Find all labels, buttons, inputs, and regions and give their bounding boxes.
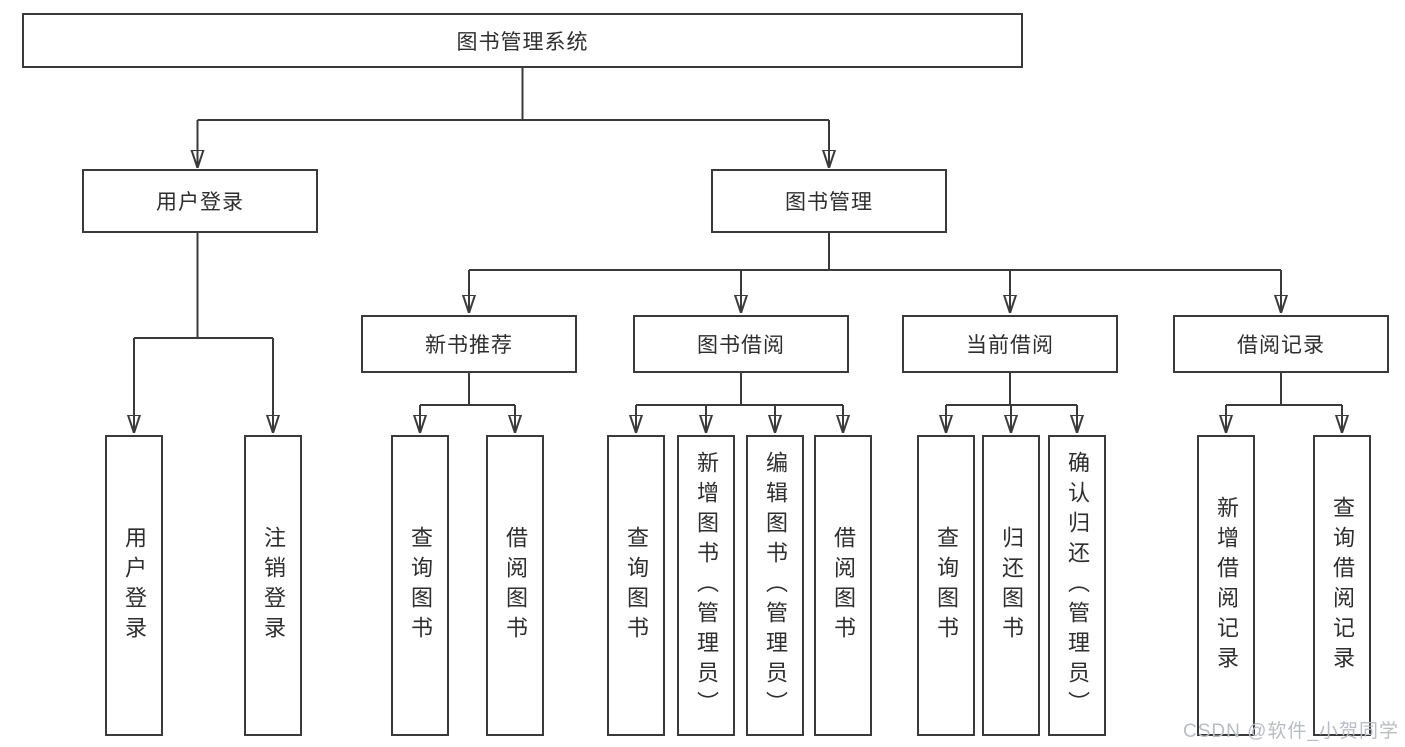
node-borrow-records: 借阅记录 bbox=[1173, 315, 1389, 373]
node-library-system: 图书管理系统 bbox=[22, 13, 1023, 68]
leaf-query-books-borrowing: 查询图书 bbox=[607, 435, 665, 736]
leaf-user-login: 用户登录 bbox=[105, 435, 163, 736]
leaf-add-borrow-record: 新增借阅记录 bbox=[1197, 435, 1255, 736]
node-user-login: 用户登录 bbox=[82, 169, 318, 233]
leaf-query-books-current: 查询图书 bbox=[917, 435, 975, 736]
leaf-edit-books-admin: 编辑图书（管理员） bbox=[746, 435, 804, 736]
leaf-query-borrow-record: 查询借阅记录 bbox=[1313, 435, 1371, 736]
leaf-confirm-return-admin: 确认归还（管理员） bbox=[1048, 435, 1106, 736]
node-book-management: 图书管理 bbox=[711, 169, 947, 233]
leaf-borrow-books-recommend: 借阅图书 bbox=[486, 435, 544, 736]
leaf-borrow-books-borrowing: 借阅图书 bbox=[814, 435, 872, 736]
leaf-query-books-recommend: 查询图书 bbox=[391, 435, 449, 736]
watermark: CSDN @软件_小贺同学 bbox=[1183, 721, 1399, 742]
node-book-borrowing: 图书借阅 bbox=[633, 315, 849, 373]
leaf-return-books: 归还图书 bbox=[982, 435, 1040, 736]
leaf-add-books-admin: 新增图书（管理员） bbox=[677, 435, 735, 736]
node-new-book-recommendation: 新书推荐 bbox=[361, 315, 577, 373]
node-current-borrowing: 当前借阅 bbox=[902, 315, 1118, 373]
leaf-logout-login: 注销登录 bbox=[244, 435, 302, 736]
